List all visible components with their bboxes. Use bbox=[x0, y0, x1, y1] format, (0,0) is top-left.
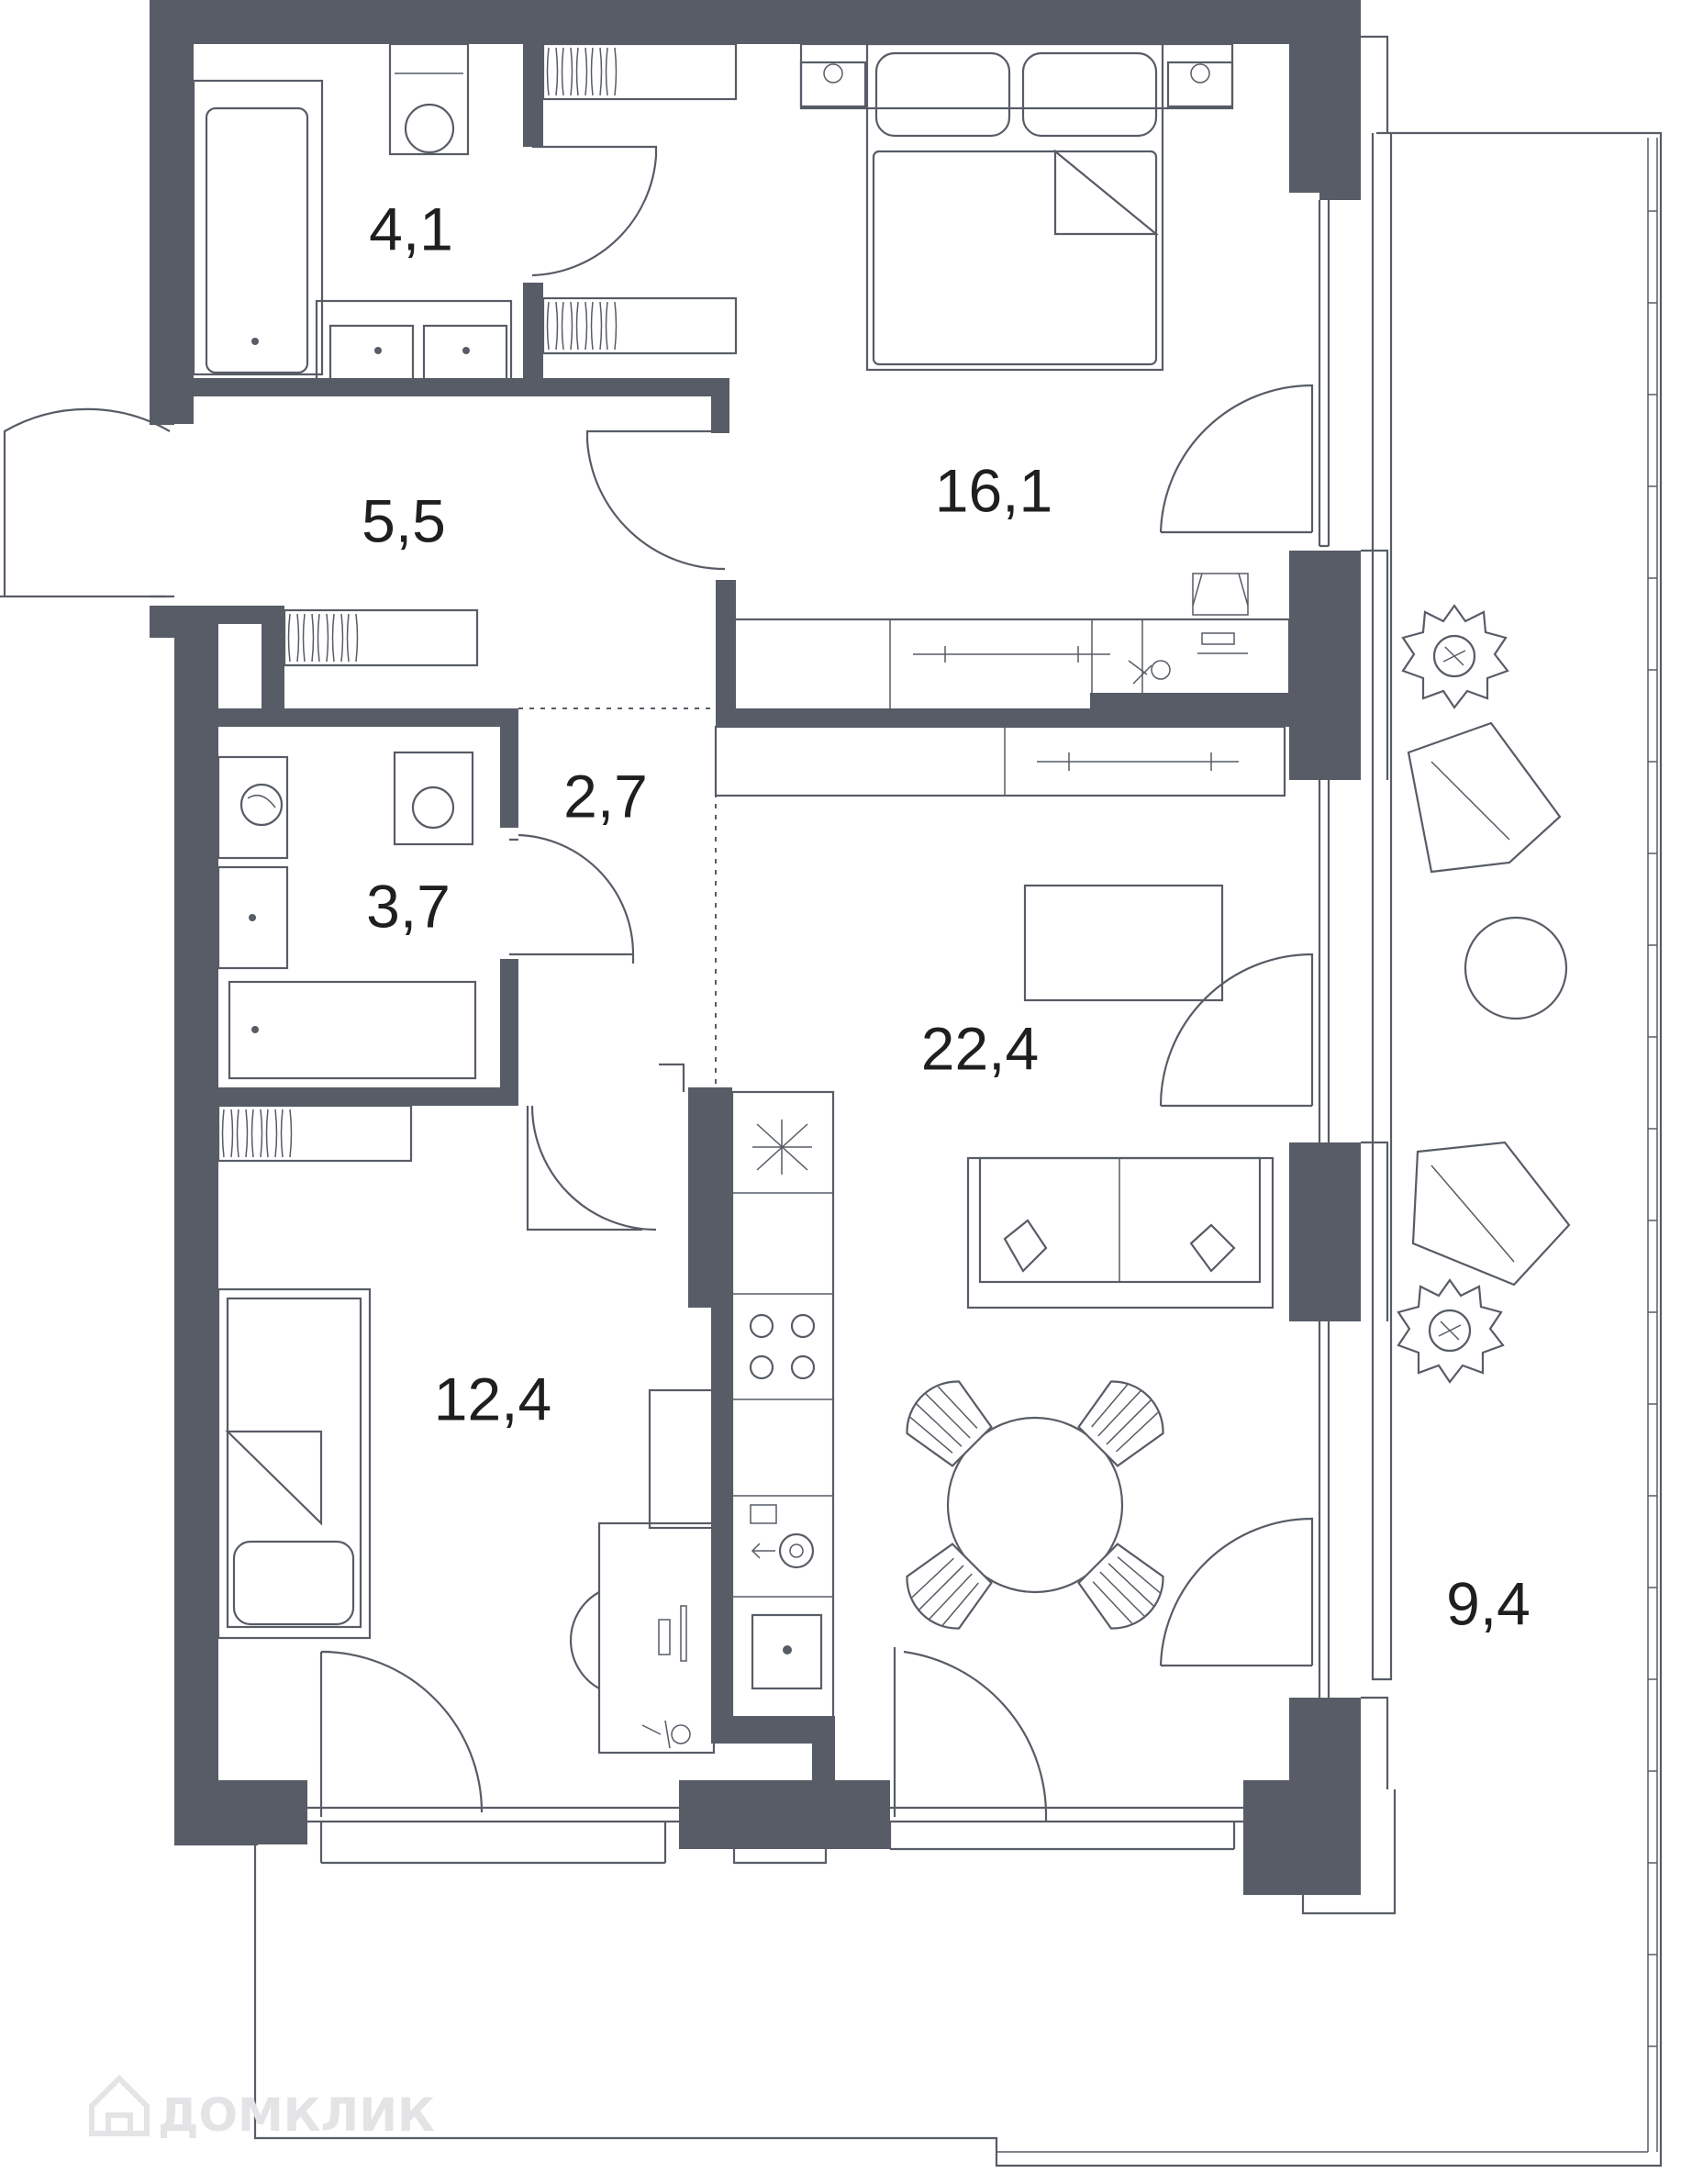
room-area-loggia: 9,4 bbox=[1446, 1569, 1531, 1637]
loggia-outline bbox=[253, 131, 1663, 2167]
doors bbox=[0, 145, 1314, 1822]
watermark-text: ДОМКЛИК bbox=[158, 2089, 435, 2142]
room-area-bedroom-2: 12,4 bbox=[434, 1365, 551, 1432]
house-icon bbox=[89, 2074, 150, 2136]
room-area-bedroom-1: 16,1 bbox=[935, 456, 1052, 524]
room-area-living-kitchen: 22,4 bbox=[921, 1014, 1039, 1082]
furniture bbox=[192, 42, 1571, 1755]
watermark-logo: ДОМКЛИК bbox=[89, 2074, 435, 2142]
windows bbox=[174, 35, 1397, 1915]
zone-separators bbox=[518, 708, 717, 1087]
room-area-corridor: 2,7 bbox=[563, 762, 648, 830]
room-area-bathroom-1: 4,1 bbox=[369, 195, 453, 262]
room-area-bathroom-2: 3,7 bbox=[366, 872, 451, 940]
walls bbox=[150, 0, 1361, 1895]
room-area-hallway: 5,5 bbox=[362, 486, 446, 554]
